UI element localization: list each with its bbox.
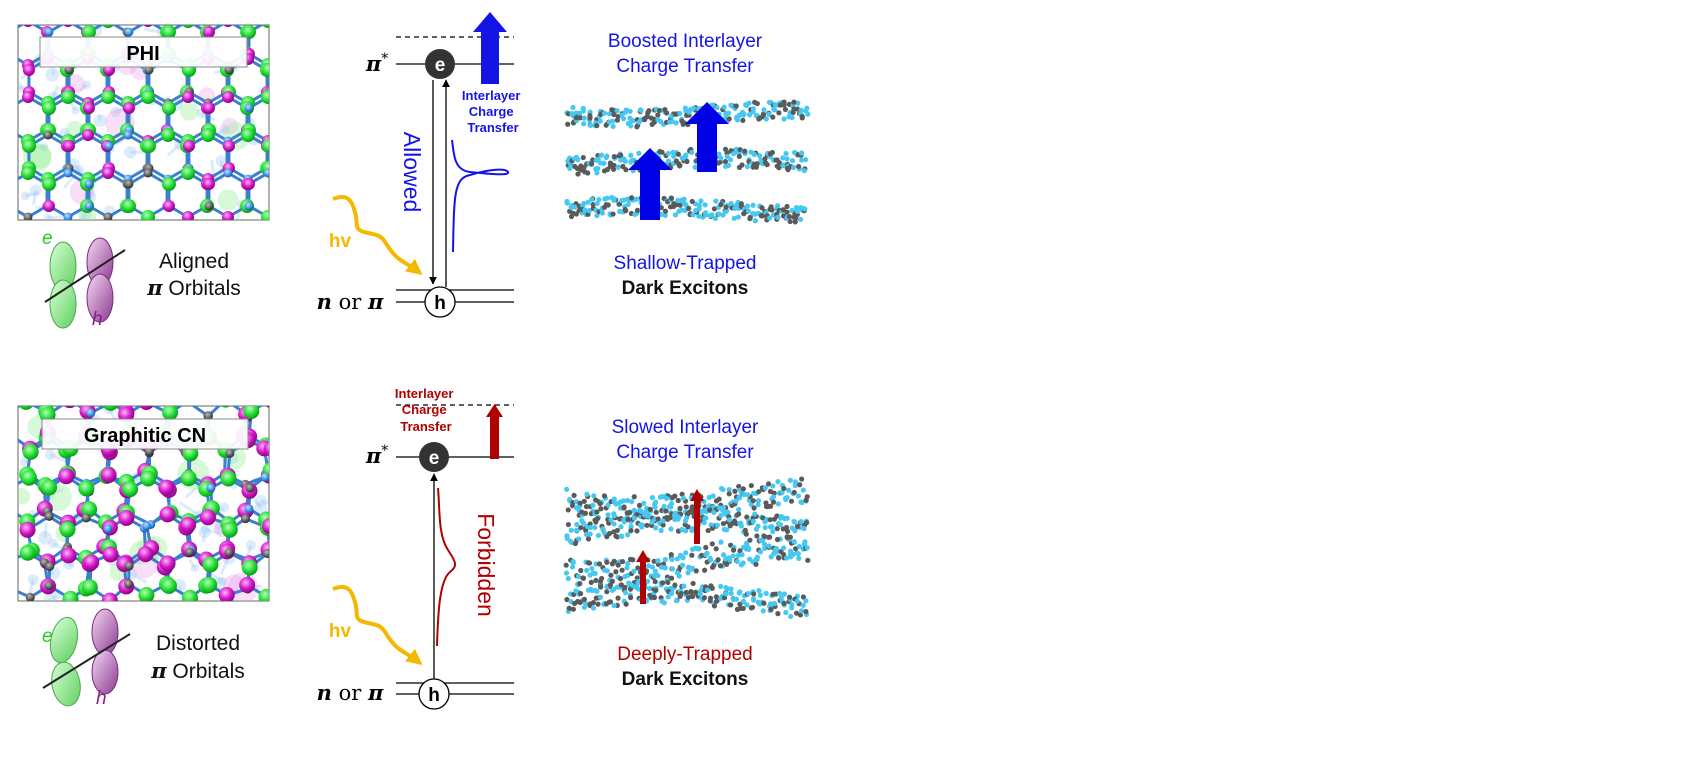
ict-arrow — [473, 12, 507, 84]
energy-diagram-bottom: π* n or π e h Interlayer Charge Transfer… — [317, 386, 514, 710]
e-orbital-top-lobe — [49, 616, 79, 664]
photon-label: hv — [329, 231, 352, 252]
orbital-caption-line2: π Orbitals — [146, 275, 241, 300]
ground-label: n or π — [317, 289, 384, 314]
orbital-caption-line2: π Orbitals — [150, 658, 245, 683]
orbital-caption-line1: Distorted — [156, 632, 240, 655]
e-orbital-bottom-lobe — [51, 661, 81, 707]
transition-label: Forbidden — [473, 513, 499, 617]
exciton-line1: Deeply-Trapped — [617, 644, 753, 665]
h-label: h — [96, 688, 107, 709]
ict-arrow-layer-2 — [690, 489, 704, 544]
ict-arrow-layer-1 — [628, 148, 672, 220]
e-label: e — [42, 626, 53, 647]
hole-circle — [418, 678, 450, 710]
graphitic-cn-structure-image: Graphitic CN — [17, 405, 270, 602]
top-panel: PHI e h Aligned π Orbitals π* n or π — [17, 12, 811, 330]
layer-stack-top: Boosted Interlayer Charge Transfer Shall… — [564, 31, 811, 299]
ict-label: Interlayer Charge Transfer — [395, 386, 457, 434]
hole-label: h — [428, 685, 440, 706]
electron-circle — [425, 49, 455, 79]
photon-arrow — [332, 584, 423, 665]
aligned-orbitals-illustration: e h Aligned π Orbitals — [42, 228, 241, 330]
layer-stack-bottom: Slowed Interlayer Charge Transfer Deeply… — [563, 417, 811, 690]
hole-circle — [424, 286, 456, 318]
hole-label: h — [434, 293, 446, 314]
title-line2: Charge Transfer — [616, 56, 754, 77]
ground-label: n or π — [317, 680, 384, 705]
trap-distribution-curve — [451, 139, 510, 253]
electron-circle — [419, 442, 449, 472]
exciton-line1: Shallow-Trapped — [614, 253, 757, 274]
nodal-plane — [42, 633, 131, 689]
electron-label: e — [429, 448, 440, 469]
title-line1: Slowed Interlayer — [612, 417, 759, 438]
title-line1: Boosted Interlayer — [608, 31, 763, 52]
pi-star-label: π* — [365, 443, 388, 468]
ict-label: Interlayer Charge Transfer — [462, 88, 524, 135]
exciton-line2: Dark Excitons — [622, 669, 749, 690]
bottom-panel: Graphitic CN e h Distorted π Orbitals π*… — [17, 386, 811, 710]
e-orbital-bottom-lobe — [49, 279, 77, 329]
photon-label: hv — [329, 621, 352, 642]
orbital-caption-line1: Aligned — [159, 250, 229, 273]
structure-label: Graphitic CN — [84, 425, 206, 447]
electron-label: e — [435, 55, 446, 76]
h-orbital-bottom-lobe — [86, 273, 114, 323]
h-orbital-top-lobe — [91, 608, 119, 656]
energy-diagram-top: π* n or π e h Interlayer Charge Transfer… — [317, 12, 524, 318]
pi-star-label: π* — [365, 51, 388, 76]
distorted-orbitals-illustration: e h Distorted π Orbitals — [42, 608, 245, 709]
ict-arrow-layer-1 — [636, 550, 650, 604]
e-label: e — [42, 228, 53, 249]
ict-arrow — [486, 404, 503, 459]
transition-label: Allowed — [399, 132, 425, 213]
title-line2: Charge Transfer — [616, 442, 754, 463]
structure-label: PHI — [126, 43, 159, 65]
trap-distribution-curve — [436, 487, 456, 647]
exciton-line2: Dark Excitons — [622, 278, 749, 299]
phi-structure-image: PHI — [17, 24, 270, 221]
ict-arrow-layer-2 — [685, 102, 729, 172]
photon-arrow — [332, 194, 423, 275]
nodal-plane — [44, 249, 126, 303]
h-label: h — [92, 309, 103, 330]
